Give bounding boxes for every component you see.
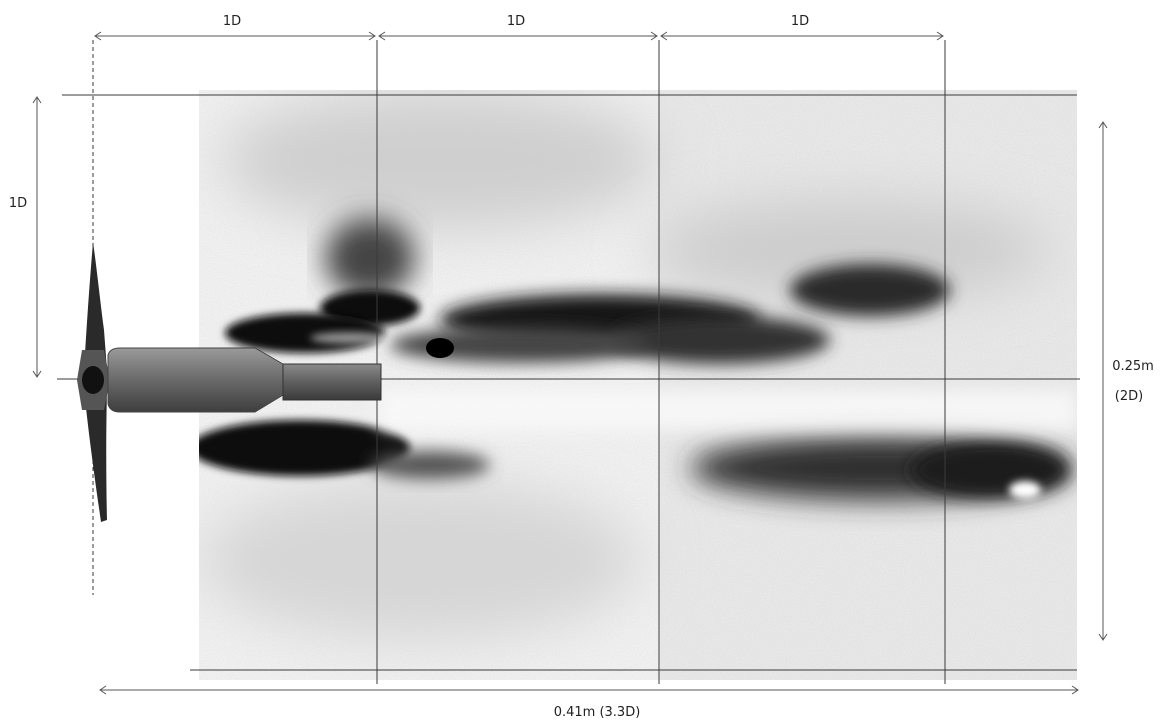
nacelle-body (107, 347, 284, 413)
nacelle-shaft (282, 363, 382, 401)
rotor-blade-lower (84, 388, 107, 522)
bottom-length-label: 0.41m (3.3D) (554, 705, 641, 720)
right-height-label-metres: 0.25m (1112, 359, 1154, 374)
rotor-blade-upper (84, 242, 107, 372)
top-spacing-label-1: 1D (223, 14, 241, 29)
wake-field-image (199, 90, 1077, 680)
top-spacing-label-3: 1D (791, 14, 809, 29)
reference-lines (57, 40, 1080, 684)
left-height-label: 1D (9, 196, 27, 211)
hub-nose (82, 366, 104, 394)
top-spacing-label-2: 1D (507, 14, 525, 29)
dimension-arrows (32, 31, 1108, 695)
turbine-model (77, 242, 382, 522)
right-height-label-diameters: (2D) (1115, 389, 1143, 404)
